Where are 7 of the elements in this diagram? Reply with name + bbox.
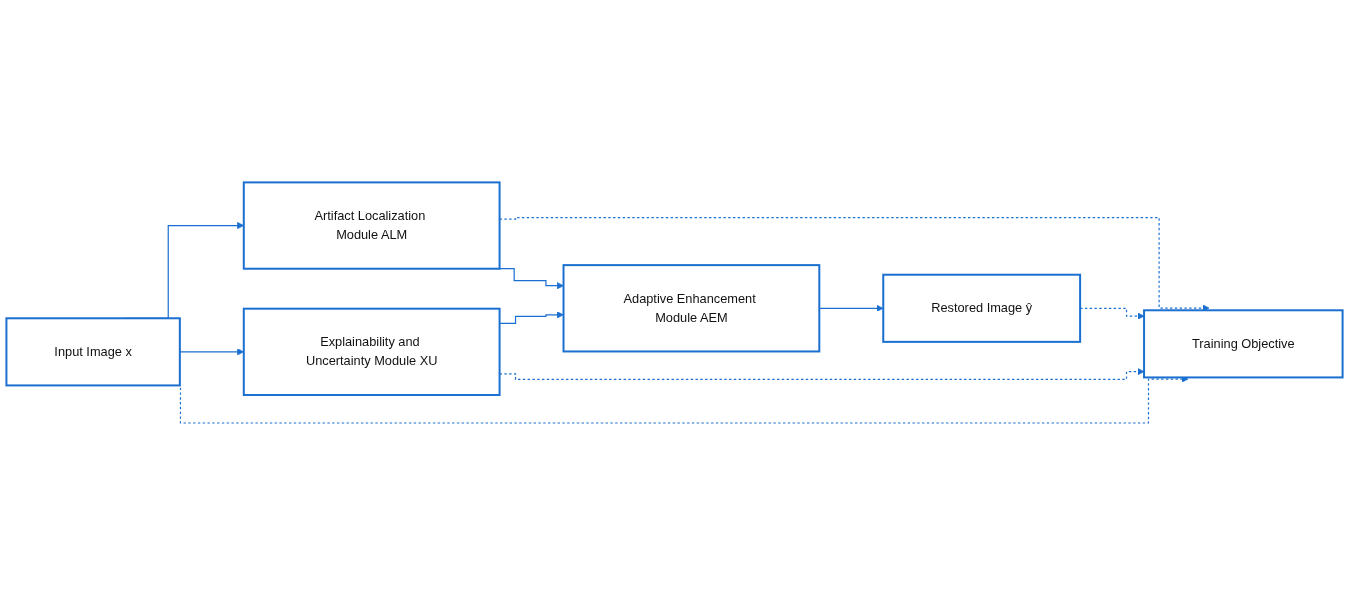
node-box: Input Image x bbox=[5, 317, 181, 387]
node-box: Artifact Localization Module ALM bbox=[242, 181, 501, 270]
node-box: Adaptive Enhancement Module AEM bbox=[562, 264, 821, 353]
node-box: Restored Image ŷ bbox=[882, 274, 1082, 344]
node-box: Explainability and Uncertainty Module XU bbox=[242, 308, 501, 397]
node-box: Training Objective bbox=[1143, 309, 1344, 379]
arrow bbox=[498, 217, 1210, 312]
